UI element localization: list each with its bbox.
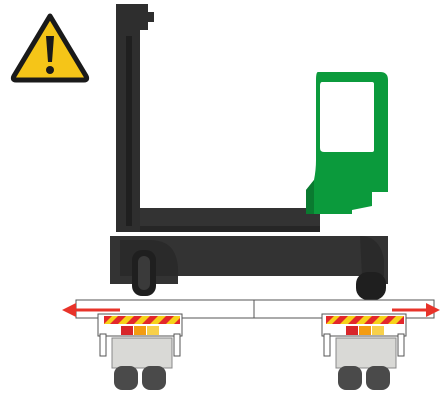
mast-slot [126,36,132,226]
lamps-right [346,326,384,335]
hazard-stripes-right [326,316,404,324]
hazard-stripes-left [104,316,180,324]
stabiliser-foot-right [322,314,406,390]
front-wheel [356,272,386,300]
lamps-left [121,326,159,335]
forklift [110,4,388,300]
cab-window [320,82,374,152]
warning-triangle-icon [13,16,86,80]
stabiliser-foot-left [98,314,182,390]
mast [116,4,154,232]
